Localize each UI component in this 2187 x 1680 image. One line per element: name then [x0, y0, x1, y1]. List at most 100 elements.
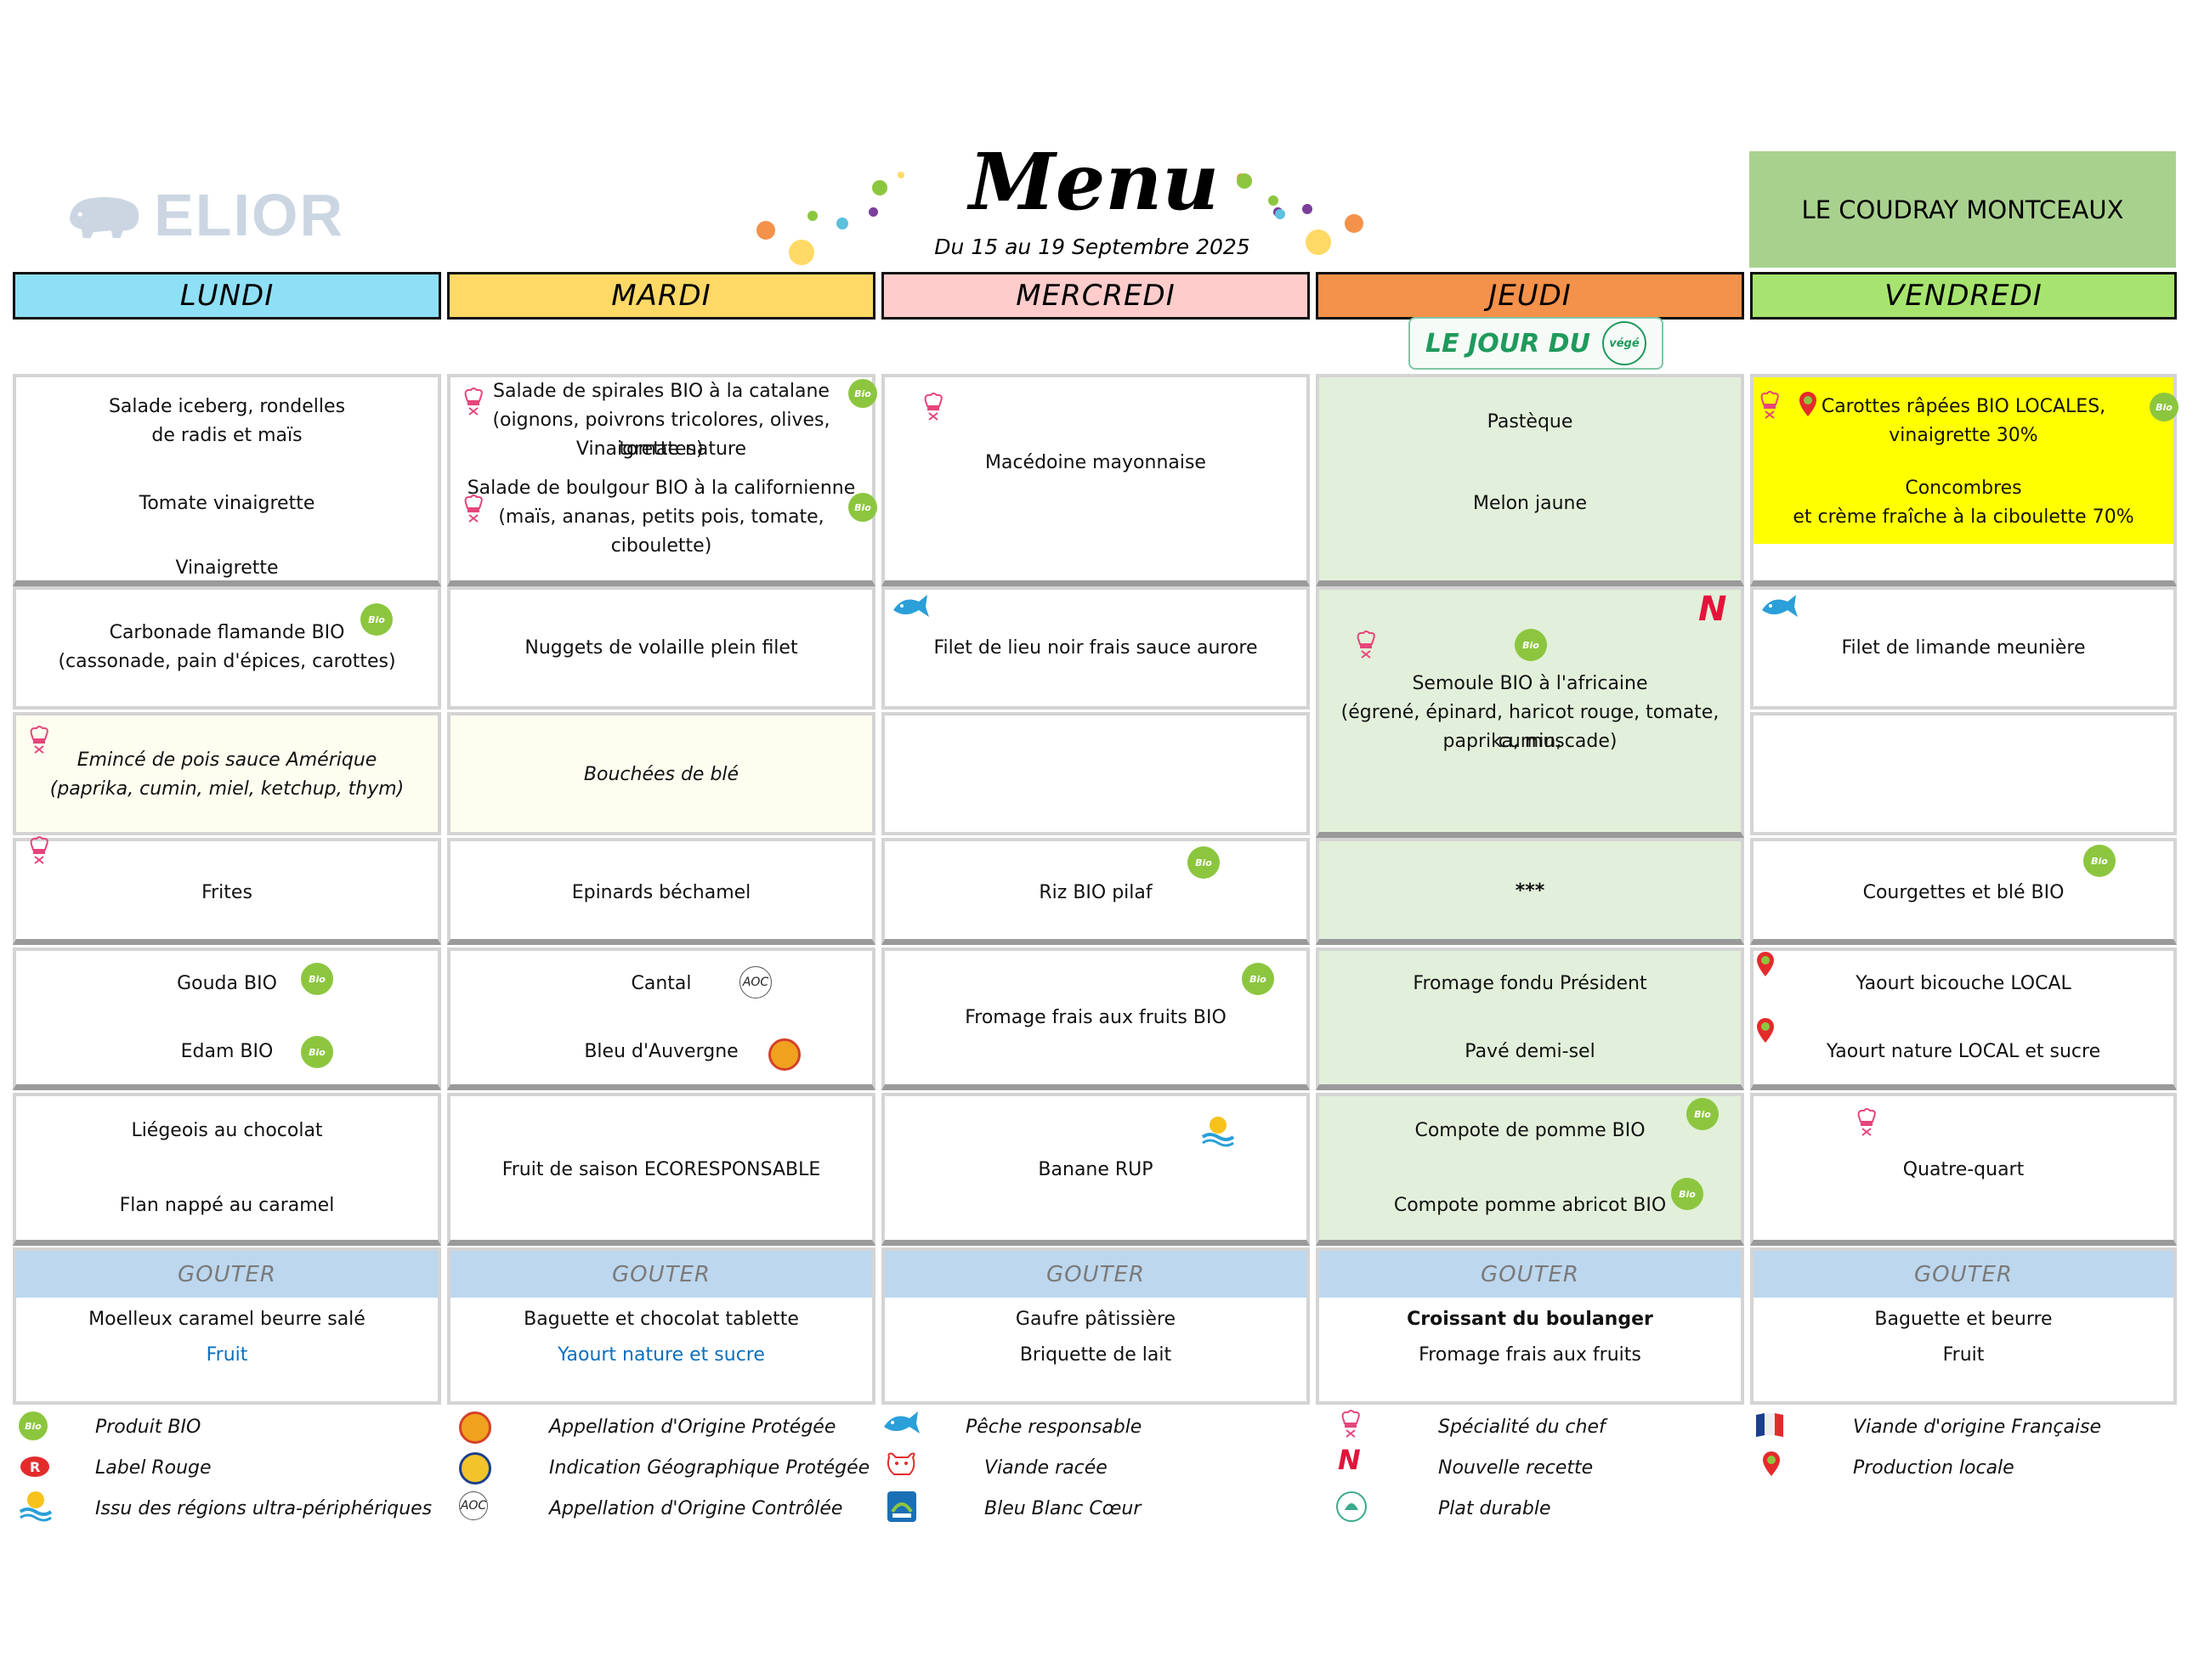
aop-icon	[768, 1038, 801, 1071]
day-header-thursday: JEUDI	[1316, 272, 1744, 320]
cell-wed-main: Filet de lieu noir frais sauce aurore	[881, 586, 1310, 710]
date-range: Du 15 au 19 Septembre 2025	[934, 235, 1250, 259]
cell-tue-veg: Bouchées de blé	[447, 712, 875, 835]
cell-tue-starter: Salade de spirales BIO à la catalane (oi…	[447, 374, 877, 586]
french-flag-icon	[1756, 1413, 1783, 1437]
gouter-header: GOUTER	[1319, 1251, 1741, 1298]
new-recipe-icon: N	[1698, 590, 1727, 629]
legend-chef: Spécialité du chef	[1438, 1417, 1606, 1438]
bio-icon: Bio	[301, 1036, 333, 1068]
elior-logo: ELIOR	[64, 182, 344, 248]
chef-hat-icon	[30, 836, 48, 864]
cell-wed-veg	[881, 712, 1310, 835]
cell-thu-side: ***	[1316, 838, 1744, 945]
igp-icon	[459, 1452, 491, 1485]
cell-thu-starter: Pastèque Melon jaune	[1316, 374, 1744, 586]
aoc-icon: AOC	[459, 1491, 488, 1520]
cell-tue-cheese: Cantal Bleu d'Auvergne AOC	[447, 947, 875, 1090]
new-recipe-icon: N	[1338, 1444, 1361, 1476]
day-header-wednesday: MERCREDI	[881, 272, 1310, 320]
gouter-header: GOUTER	[16, 1251, 438, 1298]
cell-mon-main: Carbonade flamande BIO (cassonade, pain …	[13, 586, 441, 710]
gouter-header: GOUTER	[885, 1251, 1306, 1298]
bison-icon	[69, 196, 139, 239]
gouter-header: GOUTER	[450, 1251, 872, 1298]
gouter-fri: GOUTER Baguette et beurre Fruit	[1750, 1247, 2177, 1405]
label-rouge-icon: R	[20, 1457, 49, 1477]
legend-label-rouge: Label Rouge	[95, 1457, 212, 1479]
vegetarian-day-banner: LE JOUR DU végé	[1408, 317, 1663, 370]
svg-text:R: R	[30, 1459, 40, 1475]
bio-icon: Bio	[848, 379, 877, 408]
legend-bio: Produit BIO	[95, 1417, 201, 1438]
cell-fri-veg	[1750, 712, 2177, 835]
cell-mon-side: Frites	[13, 836, 441, 945]
chef-hat-icon	[1760, 391, 1779, 419]
plat-durable-icon	[1336, 1491, 1367, 1522]
bio-icon: Bio	[1187, 846, 1220, 879]
legend-viande-fr: Viande d'origine Française	[1853, 1417, 2102, 1438]
cell-mon-dessert: Liégeois au chocolat Flan nappé au caram…	[13, 1093, 441, 1246]
cell-fri-side: Courgettes et blé BIO Bio	[1750, 838, 2177, 945]
starter-highlight	[1754, 377, 2173, 544]
gouter-mon: GOUTER Moelleux caramel beurre salé Frui…	[13, 1247, 441, 1405]
legend-nouvelle: Nouvelle recette	[1438, 1457, 1594, 1479]
fish-icon	[893, 595, 929, 617]
legend-peche: Pêche responsable	[966, 1417, 1142, 1438]
confetti-dots	[748, 161, 1377, 272]
bio-icon: Bio	[1686, 1098, 1719, 1130]
gouter-header: GOUTER	[1754, 1251, 2173, 1298]
legend-viande-racee: Viande racée	[984, 1457, 1108, 1479]
chef-hat-icon	[1357, 631, 1375, 659]
cell-fri-cheese: Yaourt bicouche LOCAL Yaourt nature LOCA…	[1750, 947, 2177, 1090]
chef-hat-icon	[464, 387, 483, 416]
cell-tue-side: Epinards béchamel	[447, 838, 875, 945]
site-name: LE COUDRAY MONTCEAUX	[1749, 151, 2176, 268]
gouter-wed: GOUTER Gaufre pâtissière Briquette de la…	[881, 1247, 1310, 1405]
aop-icon	[459, 1411, 491, 1444]
bio-icon: Bio	[301, 963, 333, 995]
chef-hat-icon	[1341, 1410, 1360, 1438]
cell-thu-main: Semoule BIO à l'africaine (égrené, épina…	[1316, 586, 1744, 838]
cell-mon-starter: Salade iceberg, rondelles de radis et ma…	[13, 374, 441, 586]
cell-fri-starter: Carottes râpées BIO LOCALES, vinaigrette…	[1750, 374, 2179, 586]
bio-icon: Bio	[2150, 393, 2179, 421]
cell-mon-cheese: Gouda BIO Edam BIO Bio Bio	[13, 947, 441, 1090]
cell-fri-dessert: Quatre-quart	[1750, 1093, 2177, 1246]
cell-tue-main: Nuggets de volaille plein filet	[447, 586, 875, 710]
location-pin-icon	[1757, 1018, 1774, 1043]
cell-wed-cheese: Fromage frais aux fruits BIO Bio	[881, 947, 1310, 1090]
cell-thu-dessert: Compote de pomme BIO Compote pomme abric…	[1316, 1093, 1744, 1246]
legend-durable: Plat durable	[1438, 1498, 1551, 1519]
rup-icon	[19, 1491, 53, 1522]
fish-icon	[884, 1411, 920, 1434]
legend-igp: Indication Géographique Protégée	[549, 1457, 870, 1479]
legend-bbc: Bleu Blanc Cœur	[984, 1498, 1142, 1519]
bio-icon: Bio	[1671, 1178, 1703, 1210]
day-header-friday: VENDREDI	[1750, 272, 2177, 320]
cell-mon-veg: Emincé de pois sauce Amérique (paprika, …	[13, 712, 441, 835]
cell-wed-side: Riz BIO pilaf Bio	[881, 838, 1310, 945]
day-header-tuesday: MARDI	[447, 272, 875, 320]
chef-hat-icon	[464, 495, 483, 523]
legend: Bio Produit BIO R Label Rouge Issu des r…	[0, 1406, 2187, 1542]
location-pin-icon	[1763, 1451, 1780, 1476]
chef-hat-icon	[924, 393, 943, 421]
legend-aop: Appellation d'Origine Protégée	[549, 1417, 836, 1438]
bio-icon: Bio	[848, 493, 877, 522]
aoc-icon: AOC	[739, 966, 772, 998]
bio-icon: Bio	[360, 603, 393, 636]
chef-hat-icon	[1857, 1108, 1876, 1136]
location-pin-icon	[1757, 952, 1774, 976]
chef-hat-icon	[30, 726, 48, 754]
cell-fri-main: Filet de limande meunière	[1750, 586, 2177, 710]
cell-wed-dessert: Banane RUP	[881, 1093, 1310, 1246]
legend-rup: Issu des régions ultra-périphériques	[95, 1498, 433, 1519]
gouter-tue: GOUTER Baguette et chocolat tablette Yao…	[447, 1247, 875, 1405]
location-pin-icon	[1799, 392, 1816, 416]
gouter-thu: GOUTER Croissant du boulanger Fromage fr…	[1316, 1247, 1744, 1405]
cell-wed-starter: Macédoine mayonnaise	[881, 374, 1310, 586]
rup-icon	[1201, 1117, 1235, 1147]
day-header-monday: LUNDI	[13, 272, 441, 320]
page-title: Menu	[969, 136, 1220, 228]
